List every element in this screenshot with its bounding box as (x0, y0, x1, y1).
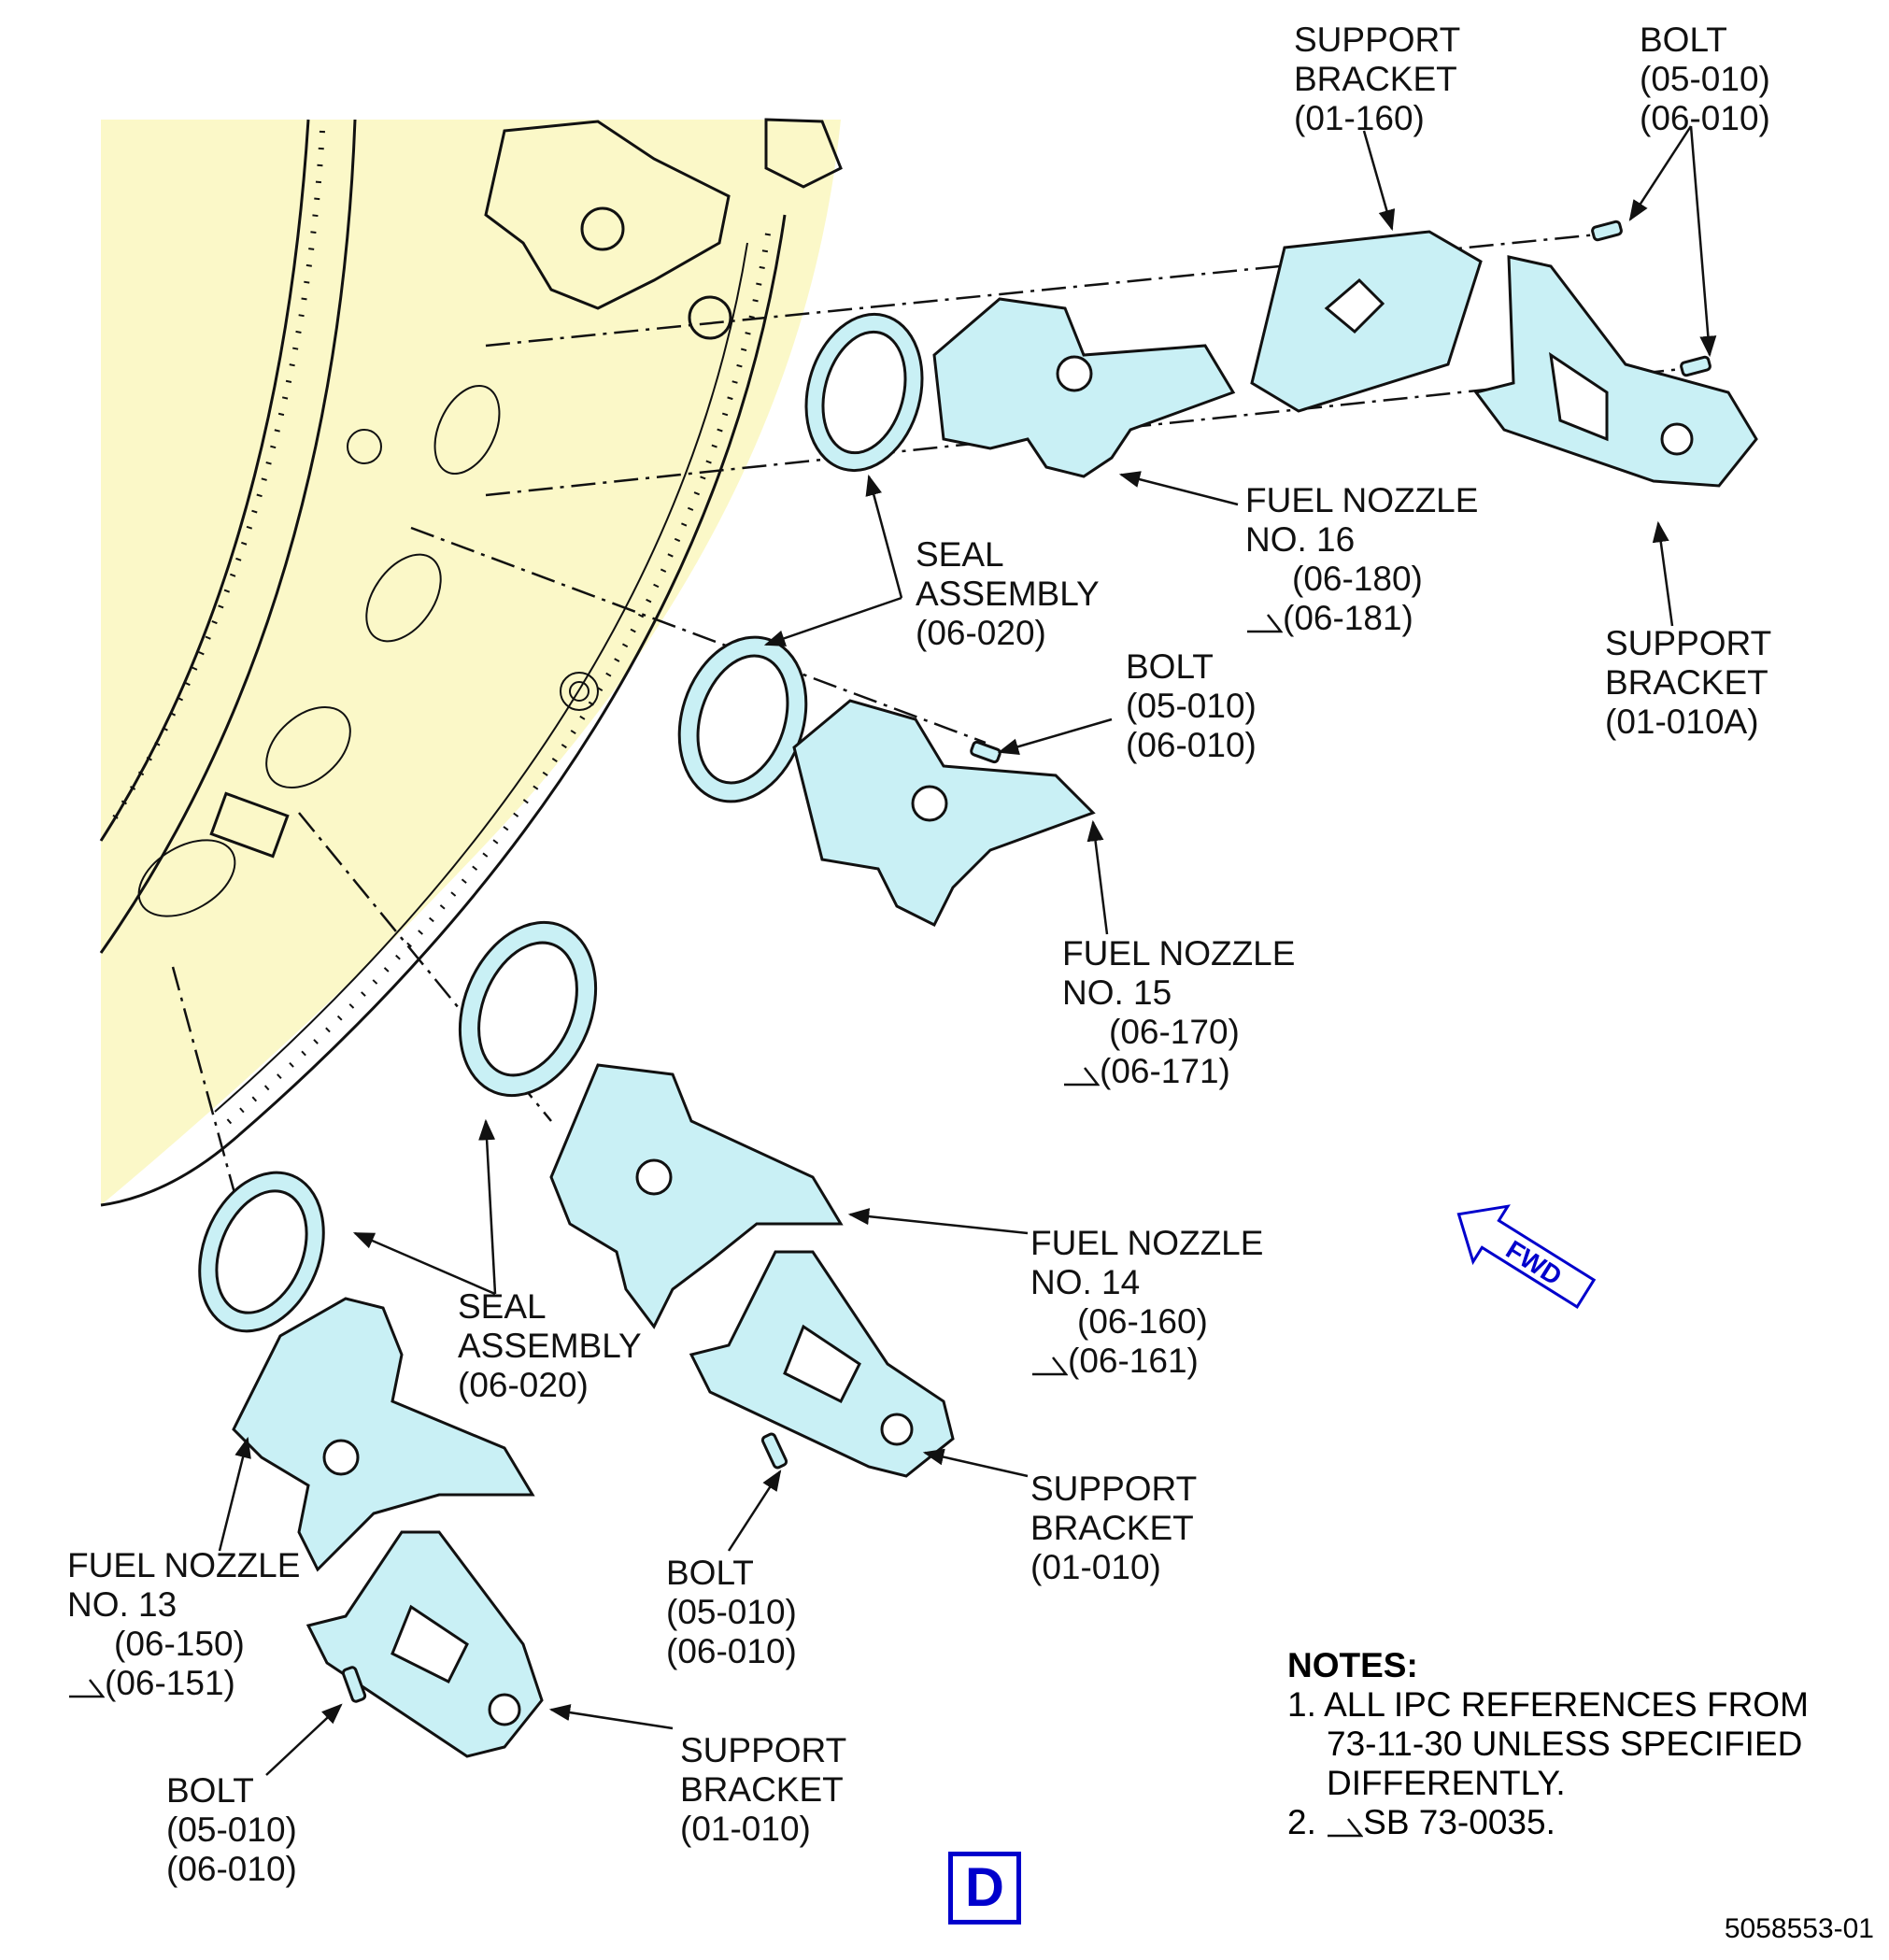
fuel-nozzle-16 (932, 297, 1236, 478)
sb-flag-icon (1245, 605, 1283, 633)
label-support-bracket-01-010-mid: SUPPORT BRACKET (01-010) (1030, 1470, 1197, 1587)
leader-lines (218, 125, 1717, 1776)
support-bracket-01-010-bottom (305, 1530, 544, 1758)
seal-assembly-upper (804, 312, 924, 473)
support-bracket-01-010-mid (689, 1250, 955, 1478)
notes-block: NOTES: 1. ALL IPC REFERENCES FROM 73-11-… (1287, 1646, 1809, 1842)
label-line: (06-020) (916, 614, 1046, 652)
label-line: SUPPORT (1030, 1470, 1198, 1508)
label-bolt-top: BOLT (05-010) (06-010) (1640, 21, 1770, 138)
note-1: 1. ALL IPC REFERENCES FROM (1287, 1685, 1809, 1725)
combustor-case (99, 118, 843, 1207)
note-line: 73-11-30 UNLESS SPECIFIED (1327, 1725, 1803, 1763)
sb-flag-icon (1326, 1810, 1364, 1838)
label-ref-sb: (06-161) (1068, 1342, 1199, 1380)
note-line: SB 73-0035. (1363, 1803, 1555, 1841)
label-seal-assembly-lower: SEAL ASSEMBLY (06-020) (458, 1287, 642, 1405)
label-ref-sb: (06-171) (1100, 1052, 1230, 1090)
seal-assembly-lower-mid (458, 920, 598, 1098)
sb-flag-icon (1030, 1348, 1068, 1376)
label-line: BOLT (166, 1771, 254, 1810)
view-label: D (948, 1852, 1021, 1924)
label-line: (06-010) (666, 1632, 797, 1670)
note-line: ALL IPC REFERENCES FROM (1324, 1685, 1809, 1724)
label-support-bracket-01-010a: SUPPORT BRACKET (01-010A) (1605, 624, 1771, 742)
label-line: BOLT (1126, 647, 1214, 686)
label-line: (06-010) (1126, 726, 1257, 764)
label-line: (06-020) (458, 1366, 589, 1404)
label-line: BOLT (1640, 21, 1727, 59)
sb-flag-icon (67, 1670, 105, 1698)
seal-assembly-lower (198, 1171, 325, 1333)
label-line: BRACKET (1605, 663, 1768, 702)
parts (198, 220, 1758, 1758)
label-line: NO. 14 (1030, 1263, 1141, 1301)
fwd-arrow: FWD (1456, 1204, 1597, 1309)
label-fuel-nozzle-15: FUEL NOZZLE NO. 15 (06-170) (06-171) (1062, 934, 1295, 1091)
label-support-bracket-01-010-bottom: SUPPORT BRACKET (01-010) (680, 1731, 846, 1849)
label-line: NO. 13 (67, 1585, 178, 1624)
label-line: ASSEMBLY (458, 1327, 642, 1365)
sb-flag-icon (1062, 1058, 1100, 1087)
label-support-bracket-01-160: SUPPORT BRACKET (01-160) (1294, 21, 1460, 138)
label-bolt-lower-mid: BOLT (05-010) (06-010) (666, 1554, 797, 1671)
label-line: SUPPORT (1294, 21, 1461, 59)
label-line: NO. 15 (1062, 973, 1172, 1012)
label-bolt-bottom: BOLT (05-010) (06-010) (166, 1771, 297, 1889)
label-bolt-mid: BOLT (05-010) (06-010) (1126, 647, 1257, 765)
fuel-nozzle-15 (792, 699, 1096, 928)
fuel-nozzle-13 (232, 1297, 535, 1572)
notes-heading: NOTES: (1287, 1646, 1418, 1684)
label-ref: (06-170) (1109, 1013, 1240, 1051)
label-line: (06-010) (166, 1850, 297, 1888)
support-bracket-01-010a (1473, 255, 1758, 488)
label-line: SEAL (458, 1287, 547, 1326)
note-2: 2. SB 73-0035. (1287, 1803, 1809, 1842)
label-ref-sb: (06-151) (105, 1664, 235, 1702)
label-line: (06-010) (1640, 99, 1770, 137)
label-line: FUEL NOZZLE (1245, 481, 1479, 519)
label-line: FUEL NOZZLE (1062, 934, 1296, 973)
note-number: 1. (1287, 1685, 1316, 1724)
label-seal-assembly-upper: SEAL ASSEMBLY (06-020) (916, 535, 1100, 653)
label-line: (01-010) (1030, 1548, 1161, 1586)
note-number: 2. (1287, 1803, 1316, 1841)
label-ref: (06-180) (1292, 560, 1423, 598)
label-line: (01-160) (1294, 99, 1425, 137)
label-fuel-nozzle-14: FUEL NOZZLE NO. 14 (06-160) (06-161) (1030, 1224, 1263, 1381)
fuel-nozzle-14 (549, 1063, 844, 1329)
label-line: NO. 16 (1245, 520, 1356, 559)
label-line: (05-010) (1126, 687, 1257, 725)
label-line: (05-010) (666, 1593, 797, 1631)
label-line: (01-010A) (1605, 703, 1759, 741)
label-fuel-nozzle-16: FUEL NOZZLE NO. 16 (06-180) (06-181) (1245, 481, 1478, 638)
bolts (341, 220, 1711, 1703)
label-line: ASSEMBLY (916, 575, 1100, 613)
label-ref: (06-150) (114, 1625, 245, 1663)
label-line: (01-010) (680, 1810, 811, 1848)
label-line: FUEL NOZZLE (1030, 1224, 1264, 1262)
label-line: BRACKET (1030, 1509, 1194, 1547)
label-line: FUEL NOZZLE (67, 1546, 301, 1584)
label-line: (05-010) (1640, 60, 1770, 98)
label-line: SUPPORT (680, 1731, 847, 1769)
label-line: (05-010) (166, 1811, 297, 1849)
label-line: BRACKET (1294, 60, 1457, 98)
label-line: BRACKET (680, 1770, 844, 1809)
label-ref-sb: (06-181) (1283, 599, 1413, 637)
label-ref: (06-160) (1077, 1302, 1208, 1341)
seal-assembly-mid (677, 635, 808, 803)
label-line: SEAL (916, 535, 1004, 574)
figure-number: 5058553-01 (1724, 1913, 1874, 1944)
label-line: BOLT (666, 1554, 754, 1592)
label-line: SUPPORT (1605, 624, 1772, 662)
label-fuel-nozzle-13: FUEL NOZZLE NO. 13 (06-150) (06-151) (67, 1546, 300, 1703)
note-line: DIFFERENTLY. (1327, 1764, 1566, 1802)
